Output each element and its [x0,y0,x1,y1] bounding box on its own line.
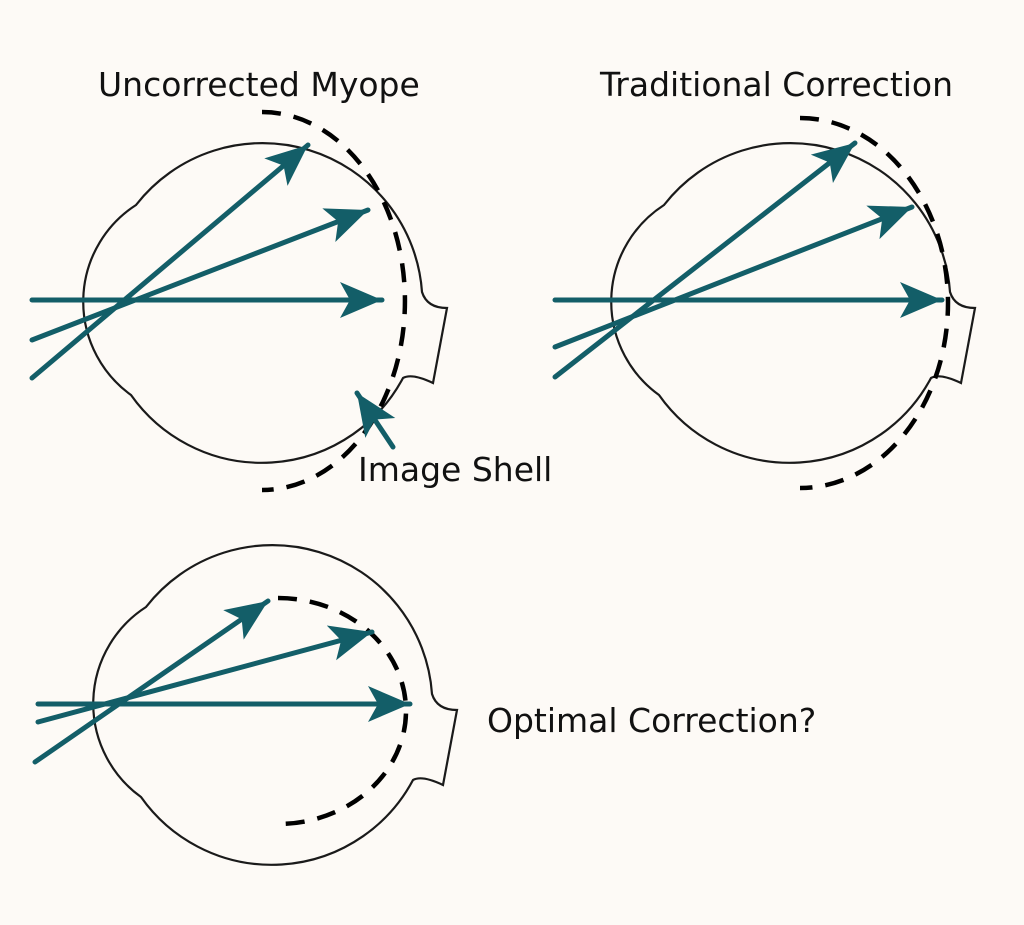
image-shell-dashed [277,595,409,827]
ray-peripheral [552,140,858,380]
ray-peripheral [29,142,311,381]
ray-peripheral [32,598,271,765]
eyeball-outline [82,142,449,464]
ray-mid [29,207,371,343]
title-optimal: Optimal Correction? [487,701,816,740]
panel-traditional-correction: Traditional Correction [552,65,977,491]
image-shell-dashed [261,109,408,493]
ray-mid [552,204,915,350]
label-image-shell: Image Shell [358,450,552,489]
image-shell-dashed [799,115,951,491]
title-traditional: Traditional Correction [599,65,953,104]
panel-optimal-correction: Optimal Correction? [32,544,816,866]
title-uncorrected: Uncorrected Myope [98,65,420,104]
eyeball-outline [92,544,459,866]
panel-uncorrected-myope: Uncorrected Myope Image Shell [29,65,552,493]
ray-mid [35,625,375,725]
image-shell-pointer-arrow [354,390,396,450]
